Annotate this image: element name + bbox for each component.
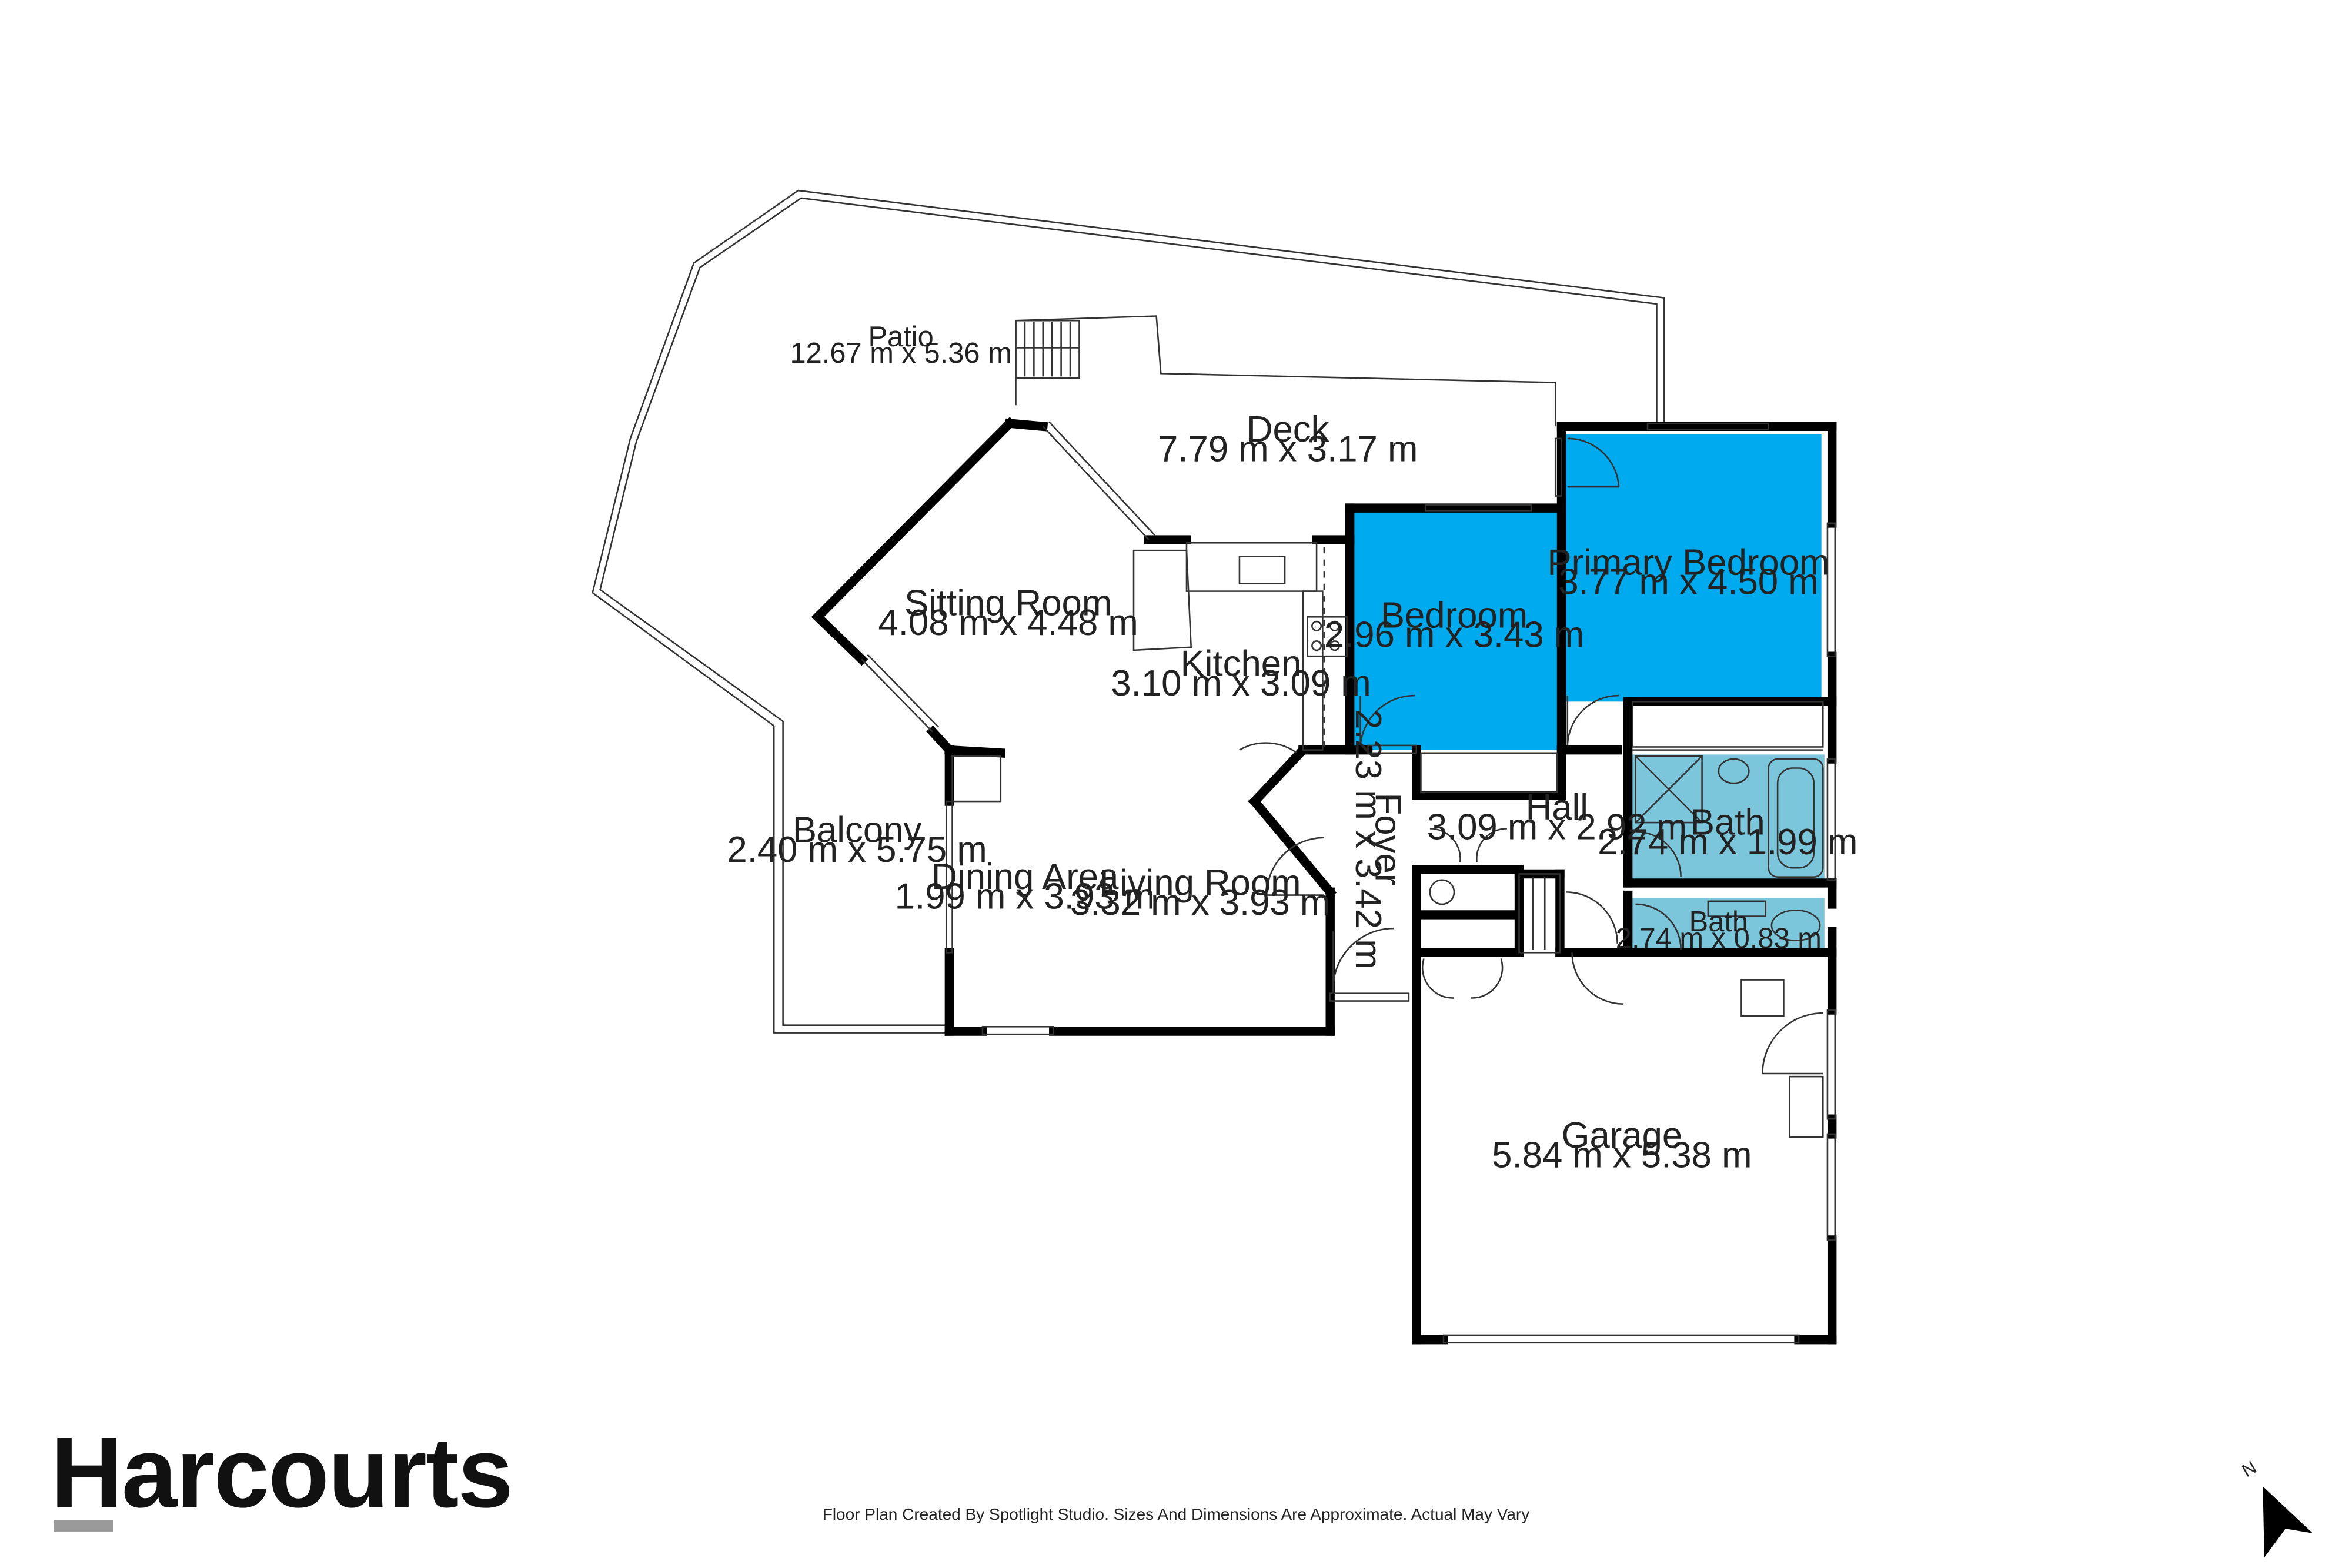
room-dims-bedroom: 2.96 m x 3.43 m [1324, 615, 1584, 656]
room-name-living-room: Living Room [1100, 863, 1301, 904]
room-name-garage: Garage [1561, 1115, 1682, 1156]
room-name-bedroom: Bedroom [1381, 595, 1528, 636]
room-dims-dining-area: 1.99 m x 3.93 m [895, 877, 1155, 917]
room-dims-deck: 7.79 m x 3.17 m [1158, 429, 1418, 469]
bath-1-fill [1631, 754, 1825, 882]
room-dims-patio: 12.67 m x 5.36 m [790, 337, 1011, 369]
room-dims-balcony: 2.40 m x 5.75 m [727, 830, 987, 870]
north-arrow-icon [2263, 1486, 2313, 1557]
room-name-balcony: Balcony [793, 810, 922, 851]
patio-stairs [1015, 319, 1080, 379]
room-dims-sitting-room: 4.08 m x 4.48 m [878, 603, 1138, 643]
room-name-patio: Patio [868, 321, 933, 353]
bath-2-fill [1631, 898, 1825, 951]
room-dims-living-room: 3.32 m x 3.93 m [1070, 882, 1330, 923]
room-name-bath-2: Bath [1689, 906, 1748, 938]
logo-underline [54, 1520, 113, 1532]
room-name-hall: Hall [1526, 787, 1588, 828]
harcourts-logo: Harcourts [51, 1417, 513, 1529]
doors [1239, 437, 1823, 1075]
compass-north-label: N [2239, 1457, 2260, 1481]
room-name-dining-area: Dining Area [931, 857, 1119, 897]
room-name-kitchen: Kitchen [1181, 644, 1302, 684]
room-name-sitting-room: Sitting Room [904, 583, 1112, 624]
windows [861, 421, 1836, 1344]
room-name-deck: Deck [1247, 409, 1329, 450]
room-fills [1349, 434, 1825, 951]
room-labels: Patio 12.67 m x 5.36 m Deck 7.79 m x 3.1… [727, 321, 1857, 1176]
room-dims-garage: 5.84 m x 5.38 m [1492, 1135, 1752, 1175]
room-name-foyer: Foyer [1367, 793, 1408, 885]
primary-bedroom-fill [1564, 434, 1822, 702]
bath-fixtures [1429, 755, 1824, 1138]
room-dims-kitchen: 3.10 m x 3.09 m [1111, 663, 1371, 704]
room-dims-bath-1: 2.74 m x 1.99 m [1598, 822, 1857, 862]
room-dims-bath-2: 2.74 m x 0.83 m [1616, 923, 1822, 955]
room-name-bath-1: Bath [1690, 803, 1765, 843]
kitchen-fixtures [951, 542, 1824, 803]
disclaimer-text: Floor Plan Created By Spotlight Studio. … [822, 1505, 1530, 1523]
room-name-primary-bedroom: Primary Bedroom [1547, 542, 1829, 583]
bedroom-fill [1349, 511, 1559, 750]
room-dims-foyer: 2.23 m x 3.42 m [1348, 709, 1388, 969]
room-dims-hall: 3.09 m x 2.92 m [1427, 807, 1687, 847]
room-dims-primary-bedroom: 3.77 m x 4.50 m [1558, 562, 1818, 603]
